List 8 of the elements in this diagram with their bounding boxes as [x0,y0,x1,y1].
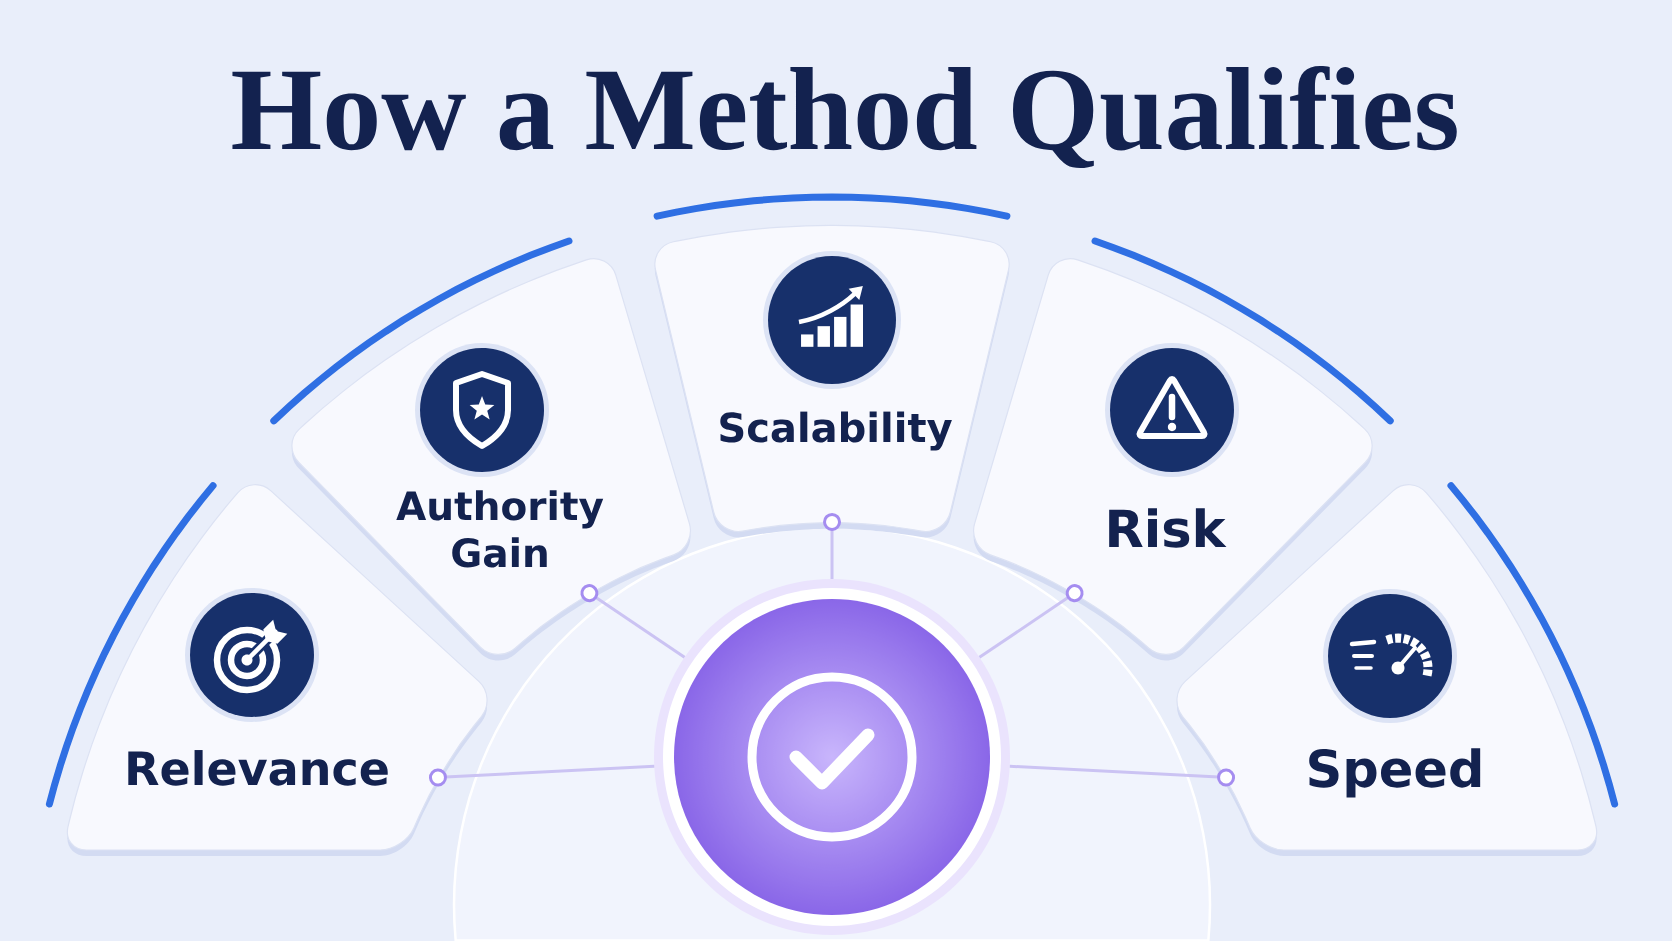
connector [580,584,686,659]
title: How a Method Qualifies [232,65,1457,169]
connector [823,513,841,579]
segment-card: Authority Gain [291,258,692,661]
connector [1009,764,1236,787]
segment-card: Scalability [654,224,1010,538]
connector [429,764,655,787]
connector [978,584,1084,659]
